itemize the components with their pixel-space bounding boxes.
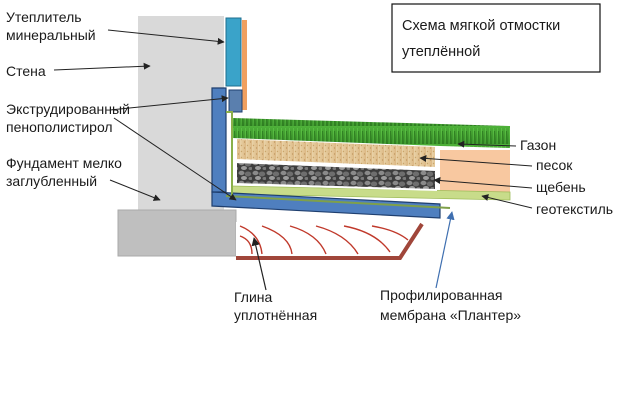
arrow-clay [251, 237, 267, 291]
arrow-foundation [109, 179, 161, 201]
arrow-wall [53, 62, 151, 71]
facade-finish [242, 20, 247, 110]
foundation-block [117, 209, 237, 257]
arrow-xps-1 [109, 95, 229, 111]
title-box: Схема мягкой отмостки утеплённой [391, 3, 601, 73]
sand-layer [235, 136, 437, 170]
label-foundation-line-2: заглубленный [6, 173, 97, 189]
arrow-sand [419, 154, 533, 167]
label-sand: песок [536, 157, 573, 173]
label-clay-line-1: Глина [234, 289, 273, 305]
mineral-insulation [225, 17, 242, 87]
label-clay-line-2: уплотнённая [234, 307, 317, 323]
label-foundation-line-1: Фундамент мелко [6, 155, 122, 171]
clay-zone [236, 222, 424, 260]
arrow-gravel [433, 177, 533, 189]
label-membrane-line-1: Профилированная [380, 287, 502, 303]
grass-layer [232, 118, 510, 148]
gravel-layer [235, 160, 437, 192]
label-wall: Стена [6, 63, 46, 79]
clay-border [236, 222, 424, 260]
planter-membrane [225, 195, 451, 209]
label-membrane-line-2: мембрана «Плантер» [380, 307, 521, 323]
arrow-geotextile [481, 194, 533, 209]
label-xps-line-2: пенополистирол [6, 119, 113, 135]
arrow-membrane [435, 211, 455, 289]
insulation-small-block [228, 89, 243, 113]
arrow-xps-2 [113, 117, 237, 201]
title-line-2: утеплённой [402, 44, 480, 60]
label-lawn: Газон [520, 137, 556, 153]
label-gravel: щебень [536, 179, 586, 195]
title-frame [391, 3, 601, 73]
arrow-lawn [457, 140, 517, 148]
arrow-insulation [107, 29, 225, 45]
wall-block [138, 16, 224, 212]
label-insulation-line-2: минеральный [6, 27, 96, 43]
clay-fill [236, 222, 420, 256]
label-geotextile: геотекстиль [536, 201, 613, 217]
label-xps-line-1: Экструдированный [6, 101, 130, 117]
title-line-1: Схема мягкой отмостки [402, 18, 560, 34]
label-insulation-line-1: Утеплитель [6, 9, 82, 25]
